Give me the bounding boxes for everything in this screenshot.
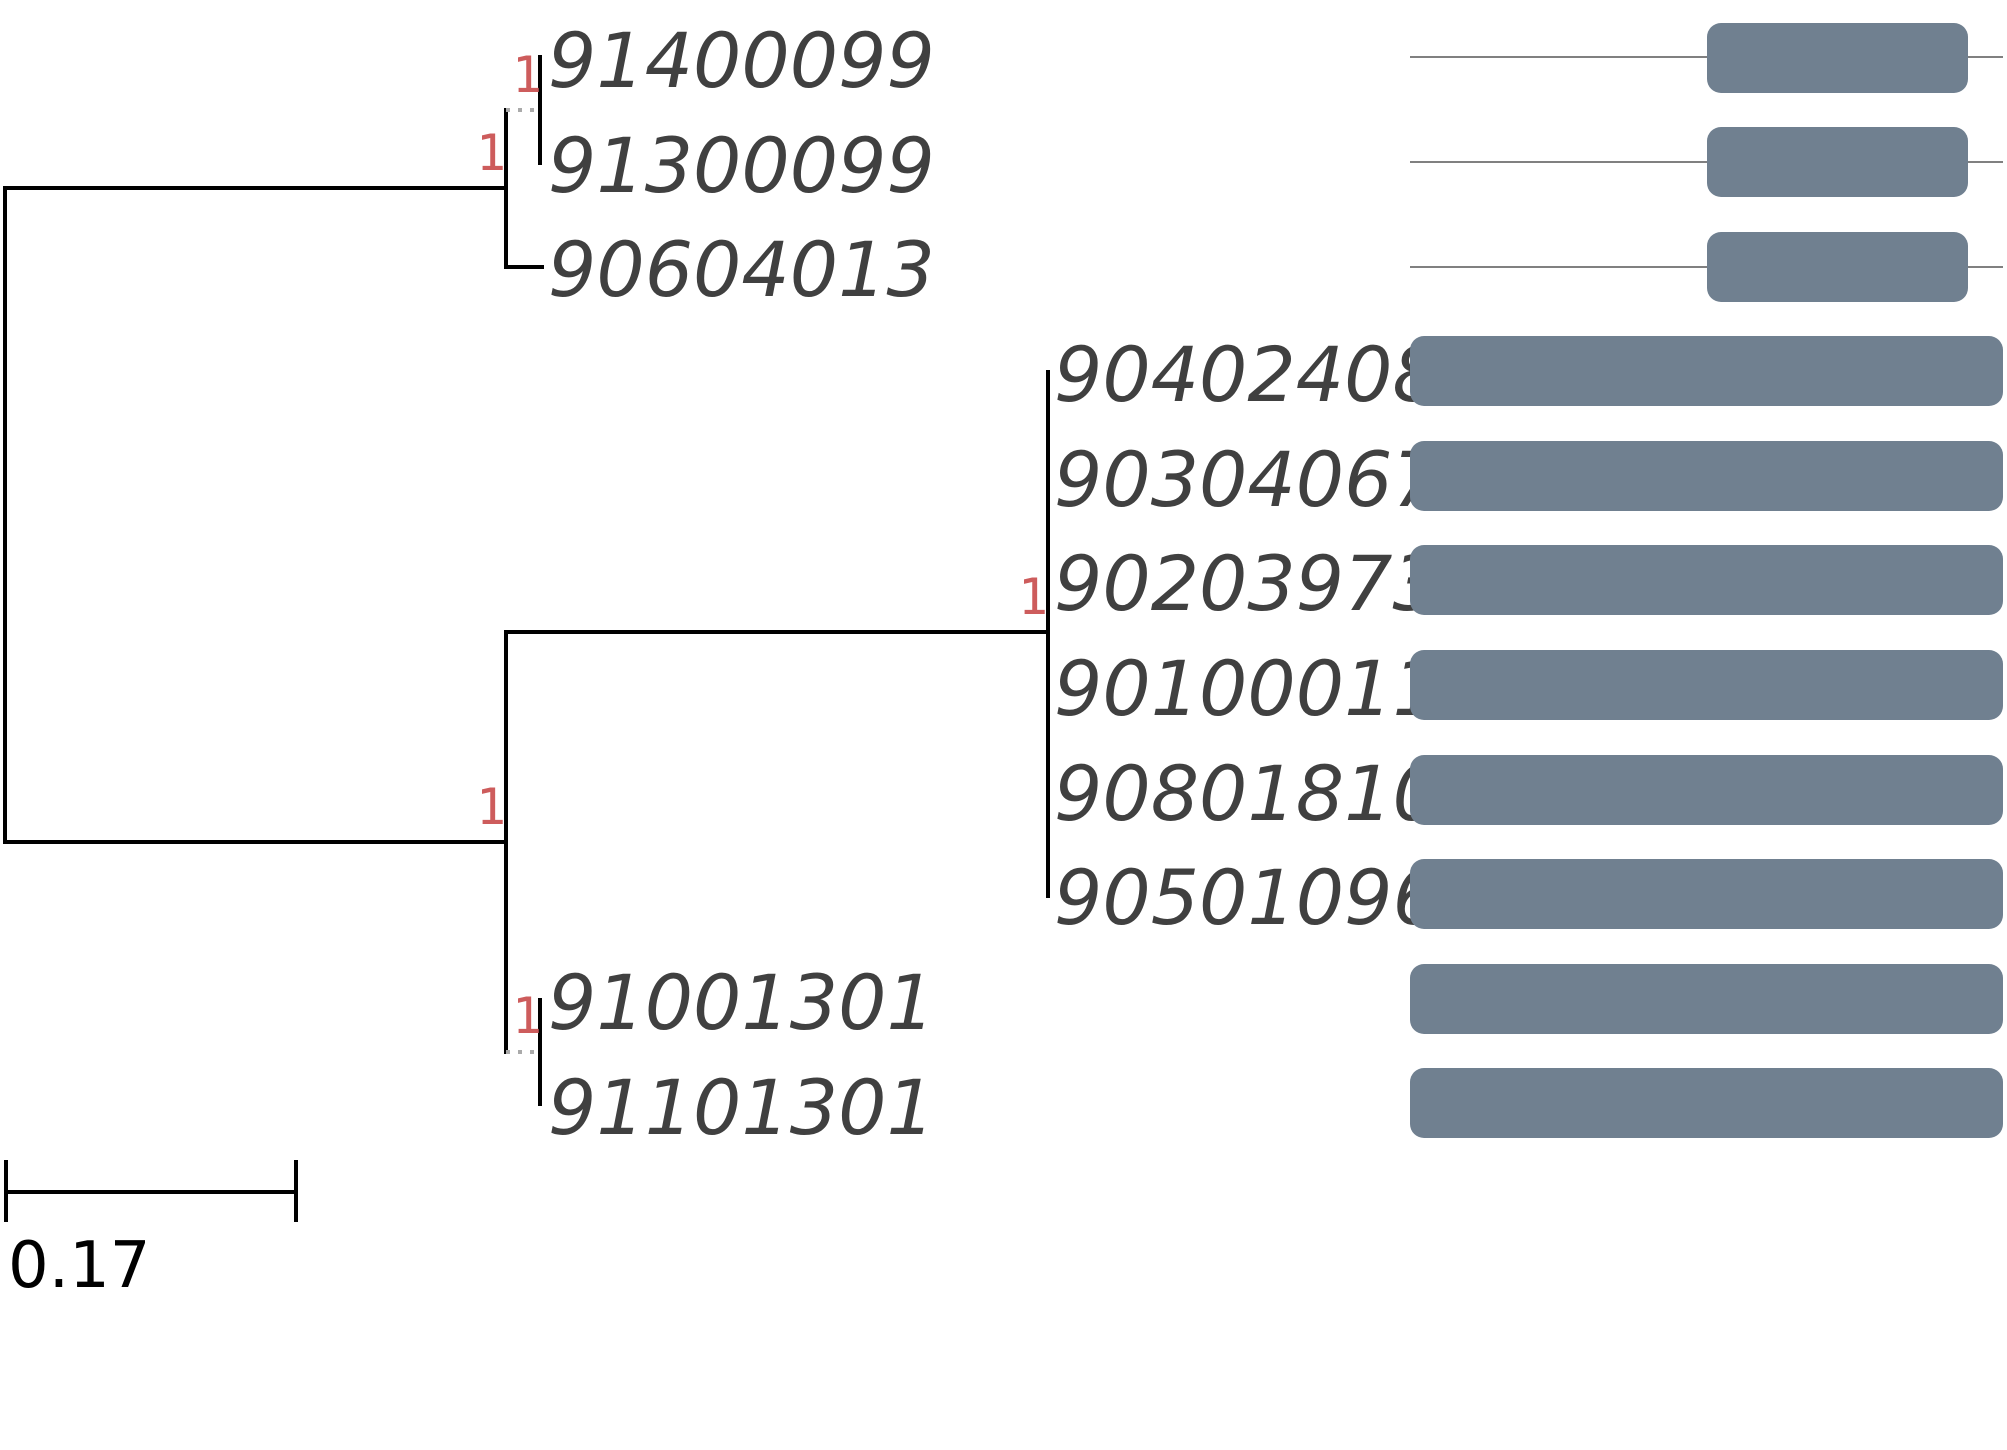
domain-box bbox=[1707, 127, 1968, 197]
leaf-label: 90604013 bbox=[548, 225, 935, 314]
leaf-label: 90100011 bbox=[1054, 644, 1441, 733]
support-value-top-subclade: 1 bbox=[512, 46, 542, 104]
leaf-labels: 91400099 91300099 90604013 90402408 9030… bbox=[548, 16, 1441, 1152]
leaf-label: 91001301 bbox=[548, 958, 935, 1047]
scale-bar-label: 0.17 bbox=[8, 1229, 151, 1303]
leaf-label: 90801810 bbox=[1054, 749, 1441, 838]
support-values: 1 1 1 1 1 bbox=[476, 46, 1048, 1045]
scale-bar: 0.17 bbox=[4, 1160, 298, 1303]
support-value-bottom-subclade: 1 bbox=[512, 987, 542, 1045]
domain-box bbox=[1410, 859, 2003, 929]
leaf-label: 91300099 bbox=[548, 121, 935, 210]
leaf-label: 90304067 bbox=[1054, 435, 1441, 524]
domain-box bbox=[1410, 1068, 2003, 1138]
domain-box bbox=[1410, 755, 2003, 825]
leaf-label: 90402408 bbox=[1054, 330, 1441, 419]
domain-box bbox=[1707, 23, 1968, 93]
tree-branches bbox=[3, 55, 1050, 1106]
support-value-bottom-clade: 1 bbox=[476, 778, 506, 836]
support-value-inner-clade: 1 bbox=[1018, 568, 1048, 626]
domain-box bbox=[1410, 336, 2003, 406]
domain-box bbox=[1410, 650, 2003, 720]
leaf-label: 90203973 bbox=[1054, 539, 1441, 628]
domain-box bbox=[1410, 545, 2003, 615]
domain-tracks bbox=[1410, 23, 2003, 1138]
leaf-label: 91101301 bbox=[548, 1063, 935, 1152]
domain-box bbox=[1707, 232, 1968, 302]
support-value-top-clade: 1 bbox=[476, 124, 506, 182]
domain-box bbox=[1410, 964, 2003, 1034]
domain-box bbox=[1410, 441, 2003, 511]
leaf-label: 90501096 bbox=[1054, 853, 1441, 942]
leaf-label: 91400099 bbox=[548, 16, 935, 105]
